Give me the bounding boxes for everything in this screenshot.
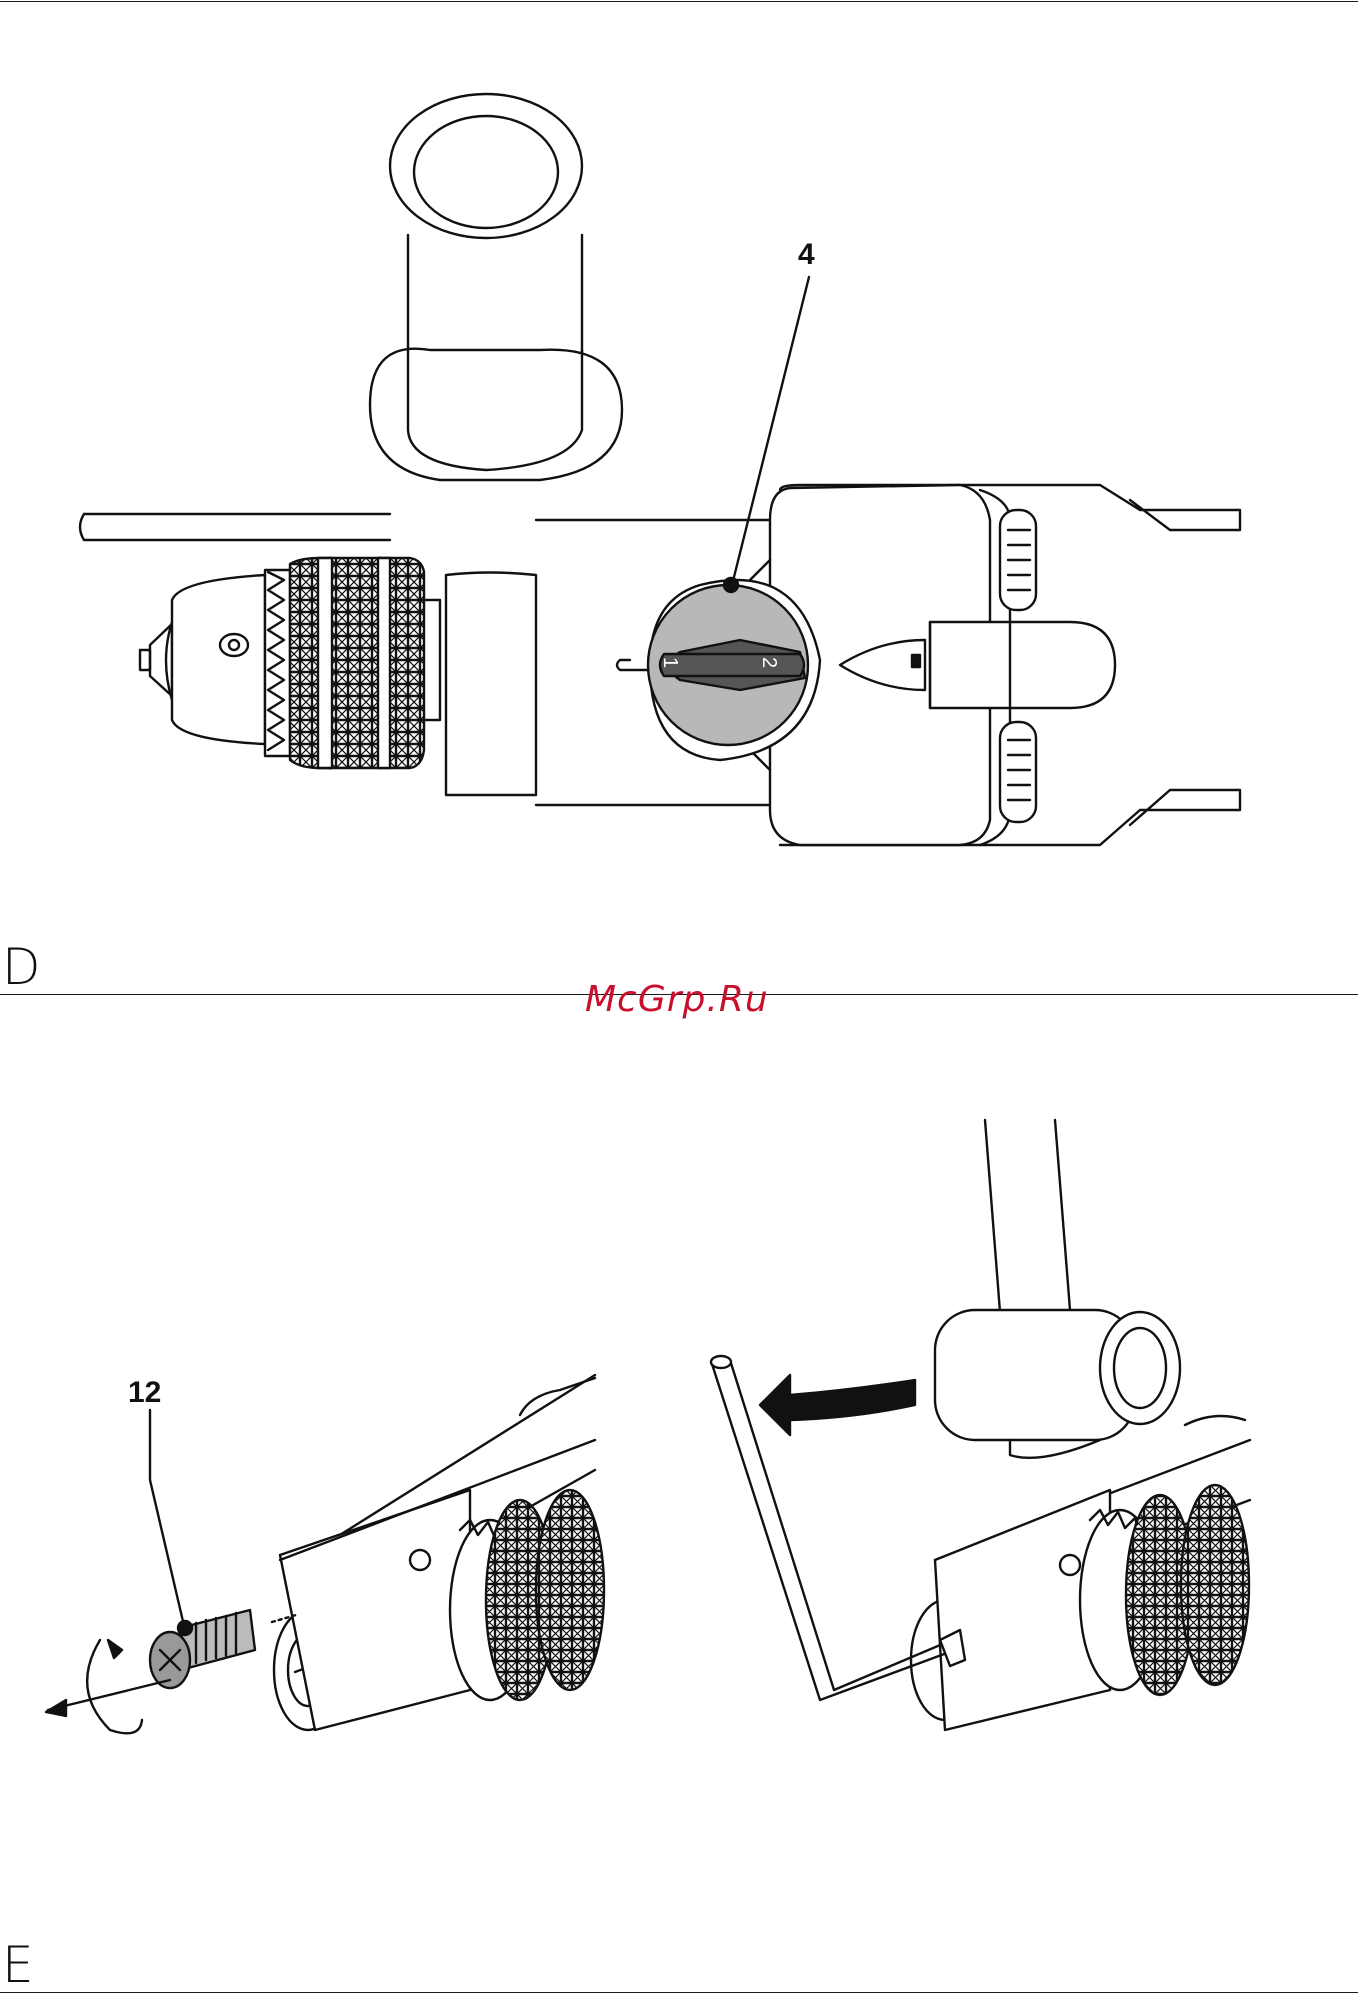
right-chuck <box>911 1416 1250 1730</box>
callout-12: 12 <box>128 1378 161 1408</box>
callout-12-leader <box>150 1410 192 1635</box>
left-chuck <box>274 1375 604 1730</box>
mallet <box>935 1120 1180 1458</box>
figure-e-rule <box>0 1992 1358 1993</box>
strike-arrow <box>760 1375 915 1435</box>
figure-e-label: E <box>2 1940 34 1990</box>
